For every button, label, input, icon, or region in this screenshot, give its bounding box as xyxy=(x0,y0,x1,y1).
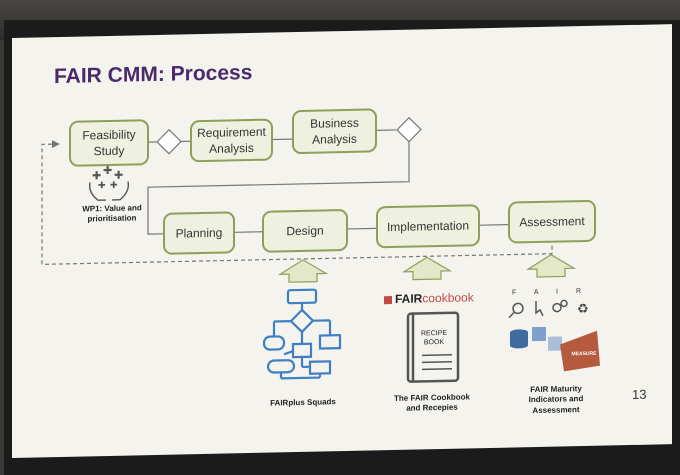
svg-text:♻: ♻ xyxy=(577,302,589,317)
decision-diamond-2 xyxy=(396,116,422,143)
svg-text:✚: ✚ xyxy=(98,181,106,191)
decision-diamond-1 xyxy=(156,128,182,155)
business-analysis-box: Business Analysis xyxy=(292,108,377,155)
up-arrow-implementation xyxy=(401,256,453,281)
feasibility-study-box: Feasibility Study xyxy=(69,119,149,167)
hands-plus-icon: ✚ ✚ ✚ ✚ ✚ xyxy=(88,164,130,201)
fair-metric-icons: ♻ xyxy=(508,299,589,319)
recipe-book-text: RECIPE BOOK xyxy=(420,329,448,347)
assessment-box: Assessment xyxy=(508,199,596,244)
puzzle-icon xyxy=(532,326,562,351)
measure-tape-icon xyxy=(560,330,600,372)
fairplus-squads-label: FAIRplus Squads xyxy=(270,397,336,408)
fair-cookbook-label: The FAIR Cookbook and Recepies xyxy=(394,392,470,414)
planning-box: Planning xyxy=(163,211,235,255)
slide: FAIR CMM: Process ✚ ✚ ✚ xyxy=(12,24,672,459)
fair-maturity-label: FAIR Maturity Indicators and Assessment xyxy=(528,384,584,415)
svg-text:✚: ✚ xyxy=(92,169,101,182)
process-connectors: ✚ ✚ ✚ ✚ ✚ xyxy=(41,116,600,383)
svg-text:✚: ✚ xyxy=(110,181,118,191)
fair-cookbook-logo: FAIRcookbook xyxy=(384,290,474,306)
page-number: 13 xyxy=(632,386,647,403)
requirement-analysis-box: Requirement Analysis xyxy=(190,118,273,163)
up-arrow-assessment xyxy=(525,254,577,278)
design-box: Design xyxy=(262,208,348,253)
implementation-box: Implementation xyxy=(376,204,480,249)
svg-text:✚: ✚ xyxy=(114,169,123,182)
recipe-book-icon xyxy=(406,311,460,383)
database-icon xyxy=(510,329,528,349)
flowchart-icon xyxy=(262,288,342,380)
svg-text:✚: ✚ xyxy=(103,164,112,177)
measure-text: MEASURE xyxy=(571,350,597,358)
up-arrow-design xyxy=(277,259,329,283)
wp1-label: WP1: Value and prioritisation xyxy=(82,203,142,224)
